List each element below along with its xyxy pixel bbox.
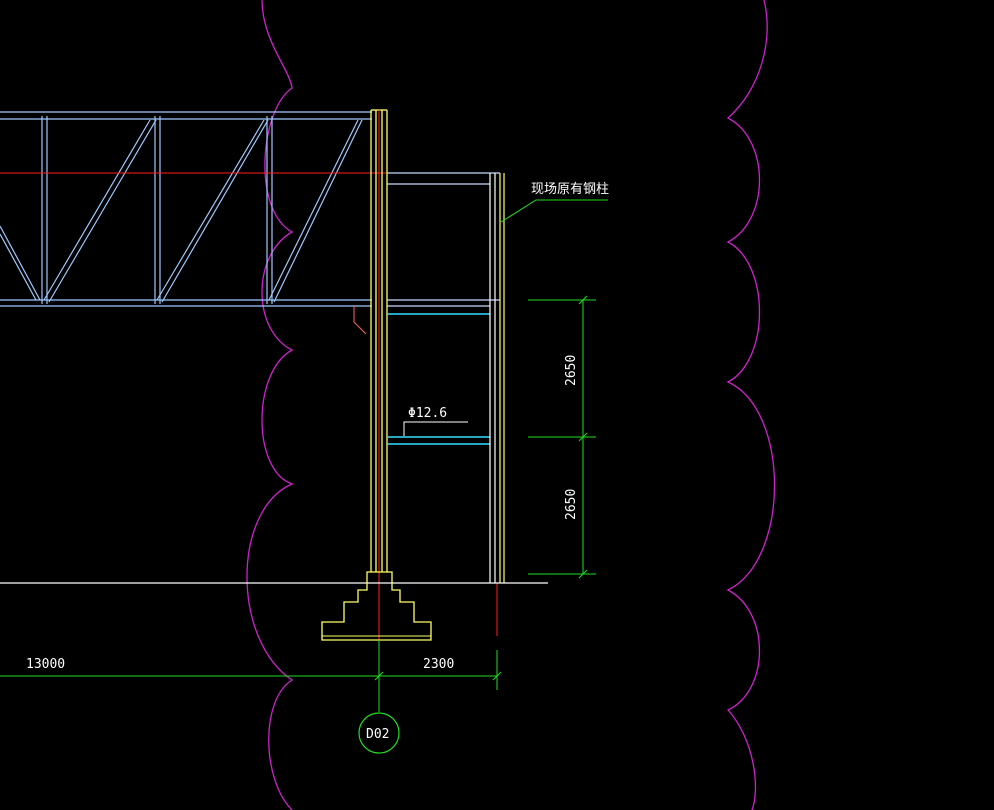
dim-vertical-upper: 2650 [564, 355, 579, 386]
grid-bubble-label: D02 [366, 727, 389, 742]
vertical-dimension [528, 295, 596, 579]
dim-horizontal-left: 13000 [26, 657, 65, 672]
dim-horizontal-right: 2300 [423, 657, 454, 672]
rebar-spec-label: Φ12.6 [408, 406, 447, 421]
revision-cloud-left [246, 0, 294, 810]
existing-steel-column-yellow [499, 173, 505, 583]
horizontal-dimension [0, 640, 502, 712]
truss-bracket [353, 306, 367, 335]
stepped-footing [321, 571, 432, 641]
cyan-beam-middle [387, 436, 490, 445]
label-leader-existing-column [500, 199, 608, 223]
existing-column-label: 现场原有钢柱 [531, 182, 609, 197]
label-leader-rebar [403, 421, 468, 436]
connection-frame [387, 172, 500, 307]
truss-verticals [41, 116, 273, 304]
revision-cloud-right [726, 0, 775, 810]
main-column [370, 109, 388, 572]
truss-diagonals [0, 119, 363, 303]
existing-steel-column [489, 173, 496, 583]
grid-bubble [358, 712, 400, 754]
dim-vertical-lower: 2650 [564, 489, 579, 520]
